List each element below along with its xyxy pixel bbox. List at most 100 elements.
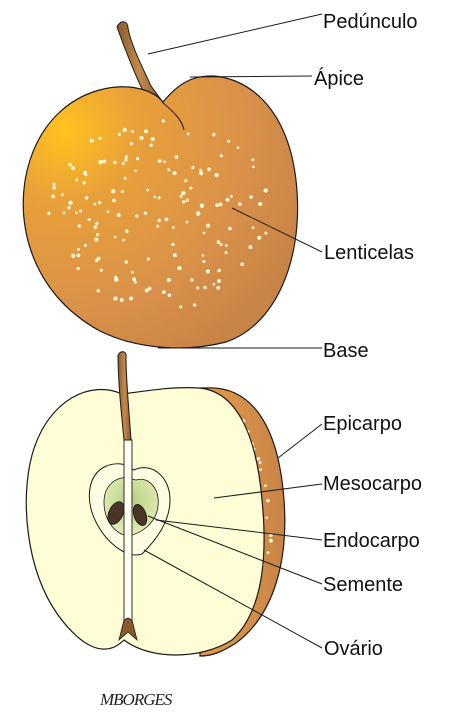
lenticel-dot <box>186 221 189 224</box>
lenticel-dot <box>98 201 102 205</box>
label-base: Base <box>323 340 369 362</box>
lenticel-dot <box>120 298 124 302</box>
label-seed: Semente <box>323 574 403 596</box>
lenticel-dot <box>172 226 175 229</box>
lenticel-dot <box>181 191 185 195</box>
lenticel-dot <box>96 233 99 236</box>
lenticel-dot <box>196 286 199 289</box>
lenticel-dot <box>122 162 125 165</box>
cut-pear <box>26 352 285 656</box>
label-epicarp: Epicarpo <box>323 413 402 435</box>
label-mesocarp: Mesocarpo <box>323 473 422 495</box>
lenticel-dot <box>163 160 166 163</box>
lenticel-dot <box>206 269 210 273</box>
rind-lenticel-dot <box>259 461 262 464</box>
lenticel-dot <box>225 251 228 254</box>
lenticel-dot <box>117 213 121 217</box>
lenticel-dot <box>75 211 78 214</box>
lenticel-dot <box>121 190 124 193</box>
lenticel-dot <box>197 211 200 214</box>
lenticel-dot <box>114 278 118 282</box>
lenticel-dot <box>171 243 174 246</box>
lenticel-dot <box>182 200 185 203</box>
lenticel-dot <box>180 195 183 198</box>
lenticel-dot <box>207 167 211 171</box>
lenticel-dot <box>257 236 261 240</box>
label-peduncle: Pedúnculo <box>323 11 418 33</box>
lenticel-dot <box>153 196 156 199</box>
lenticel-dot <box>228 227 232 231</box>
label-apex: Ápice <box>314 67 364 90</box>
lenticel-dot <box>113 296 117 300</box>
lenticel-dot <box>107 210 110 213</box>
lenticel-dot <box>100 161 103 164</box>
lenticel-dot <box>67 206 70 209</box>
lenticel-dot <box>162 290 166 294</box>
lenticel-dot <box>213 283 216 286</box>
lenticel-dot <box>139 136 143 140</box>
labels: Pedúnculo Ápice Lenticelas Base Epicarpo… <box>314 11 422 660</box>
rind-lenticel-dot <box>267 551 270 554</box>
lenticel-dot <box>129 297 133 301</box>
rind-lenticel-dot <box>257 457 261 461</box>
label-ovary: Ovário <box>324 638 383 660</box>
lenticel-dot <box>61 193 64 196</box>
lenticel-dot <box>175 155 179 159</box>
lenticel-dot <box>193 303 196 306</box>
lenticel-dot <box>85 196 89 200</box>
lenticel-dot <box>249 195 253 199</box>
lenticel-dot <box>214 173 218 177</box>
leader-peduncle <box>148 14 322 54</box>
lenticel-dot <box>113 161 117 165</box>
lenticel-dot <box>132 277 136 281</box>
lenticel-dot <box>83 171 87 175</box>
lenticel-dot <box>158 159 162 163</box>
lenticel-dot <box>131 271 134 274</box>
lenticel-dot <box>187 133 190 136</box>
lenticel-dot <box>240 262 244 266</box>
lenticel-dot <box>76 253 80 257</box>
label-endocarp: Endocarpo <box>323 530 420 552</box>
lenticel-dot <box>156 225 159 228</box>
lenticel-dot <box>125 260 128 263</box>
lenticel-dot <box>252 226 255 229</box>
lenticel-dot <box>199 169 202 172</box>
rind-lenticel-dot <box>269 539 273 543</box>
artist-signature: MBORGES <box>99 690 173 709</box>
lenticel-dot <box>172 171 176 175</box>
lenticel-dot <box>167 278 171 282</box>
lenticel-dot <box>47 212 50 215</box>
lenticel-dot <box>94 238 98 242</box>
rind-lenticel-dot <box>264 484 267 487</box>
lenticel-dot <box>97 257 101 261</box>
lenticel-dot <box>252 166 255 169</box>
lenticel-dot <box>264 232 267 235</box>
lenticel-dot <box>264 188 268 192</box>
lenticel-dot <box>124 159 127 162</box>
lenticel-dot <box>111 189 115 193</box>
lenticel-dot <box>82 181 85 184</box>
lenticel-dot <box>125 230 128 233</box>
lenticel-dot <box>226 198 230 202</box>
lenticel-dot <box>130 142 133 145</box>
lenticel-dot <box>227 140 230 143</box>
lenticel-dot <box>134 281 137 284</box>
lenticel-dot <box>88 218 91 221</box>
lenticel-dot <box>168 293 172 297</box>
lenticel-dot <box>149 144 152 147</box>
lenticel-dot <box>191 166 194 169</box>
lenticel-dot <box>225 244 228 247</box>
lenticel-dot <box>145 289 149 293</box>
lenticel-dot <box>135 170 138 173</box>
lenticel-dot <box>93 203 96 206</box>
rind-lenticel-dot <box>259 468 262 471</box>
lenticel-dot <box>258 202 262 206</box>
lenticel-dot <box>125 155 128 158</box>
lenticel-dot <box>77 267 80 270</box>
lenticel-dot <box>189 187 192 190</box>
lenticel-dot <box>97 289 100 292</box>
lenticel-dot <box>100 269 103 272</box>
lenticel-dot <box>78 224 81 227</box>
lenticel-dot <box>135 214 138 217</box>
